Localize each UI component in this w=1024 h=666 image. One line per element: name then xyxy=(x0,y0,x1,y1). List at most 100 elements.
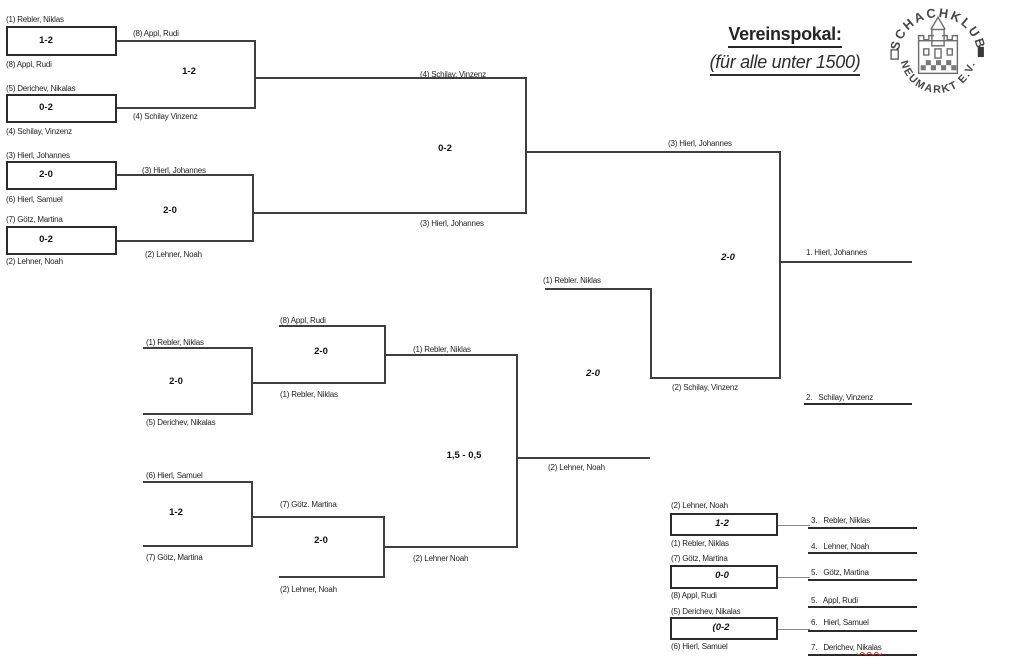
player-label: (2) Lehner, Noah xyxy=(280,585,337,594)
match-score: 2-0 xyxy=(163,205,177,216)
match-score: 0-0 xyxy=(715,570,729,581)
result-first-place: 1. Hierl, Johannes xyxy=(806,248,867,257)
player-label: (1) Rebler, Niklas xyxy=(6,15,64,24)
result-underline xyxy=(808,630,917,632)
result-underline xyxy=(804,403,912,405)
bracket-line xyxy=(143,347,253,349)
player-label: (7) Götz. Martina xyxy=(280,500,337,509)
bracket-line xyxy=(516,457,650,459)
player-label: (7) Götz, Martina xyxy=(6,215,63,224)
match-box xyxy=(6,94,117,123)
result-underline xyxy=(808,606,917,608)
player-label: (6) Hierl, Samuel xyxy=(146,471,203,480)
match-box xyxy=(6,226,117,255)
bracket-line xyxy=(117,40,256,42)
player-label: (6) Hierl, Samuel xyxy=(6,195,63,204)
player-label: (2) Lehner, Noah xyxy=(145,250,202,259)
result-underline xyxy=(808,527,917,529)
bracket-line xyxy=(525,151,781,153)
connector-line xyxy=(778,629,810,630)
bracket-line xyxy=(779,151,781,379)
page-title: Vereinspokal: xyxy=(728,24,842,48)
bracket-line xyxy=(383,546,518,548)
result-seventh-place: 7. Derichev, Nikalas xyxy=(811,643,882,652)
page-subtitle: (für alle unter 1500) xyxy=(709,52,861,76)
logo-castle-icon xyxy=(917,15,959,75)
bracket-line xyxy=(252,212,525,214)
match-score: 2-0 xyxy=(314,535,328,546)
player-label: (1) Rebler. Niklas xyxy=(543,276,601,285)
bracket-line xyxy=(117,174,254,176)
player-label: (3) Hierl, Johannes xyxy=(142,166,206,175)
result-underline xyxy=(808,552,917,554)
player-label: (8) Appl, Rudi xyxy=(280,316,326,325)
player-label: (4) Schilay, Vinzenz xyxy=(6,127,72,136)
bracket-line xyxy=(251,382,386,384)
match-score: 1-2 xyxy=(182,66,196,77)
result-third-place: 3. Rebler, Niklas xyxy=(811,516,870,525)
bracket-line xyxy=(650,288,652,379)
match-score: 0-2 xyxy=(438,143,452,154)
player-label: (7) Götz, Martina xyxy=(146,553,203,562)
match-score: 2-0 xyxy=(721,252,735,263)
player-label: (7) Götz, Martina xyxy=(671,554,728,563)
logo-checker-pattern xyxy=(920,60,957,71)
logo-side-pieces xyxy=(890,46,984,60)
result-sixth-place: 6. Hierl, Samuel xyxy=(811,618,869,627)
player-label: (8) Appl, Rudi xyxy=(671,591,717,600)
bracket-line xyxy=(525,77,527,214)
logo-arc-top-text: SCHACHKLUB xyxy=(887,5,987,52)
bracket-line xyxy=(117,240,254,242)
match-score: 2-0 xyxy=(39,169,53,180)
player-label: (2) Lehner, Noah xyxy=(548,463,605,472)
connector-line xyxy=(778,577,810,578)
match-box xyxy=(6,161,117,190)
result-underline xyxy=(808,654,917,656)
player-label: (3) Hierl, Johannes xyxy=(6,151,70,160)
match-score: 0-2 xyxy=(39,102,53,113)
bracket-line xyxy=(384,354,518,356)
match-score: 0-2 xyxy=(39,234,53,245)
player-label: (3) Hierl, Johannes xyxy=(668,139,732,148)
player-label: (2) Schilay, Vinzenz xyxy=(672,383,738,392)
player-label: (2) Lehner Noah xyxy=(413,554,469,563)
player-label: (5) Derichev, Nikalas xyxy=(671,607,741,616)
placement-match-box xyxy=(670,565,778,589)
bracket-line xyxy=(143,545,253,547)
result-seventh-misspelled-word: Nikalas xyxy=(856,643,882,652)
player-label: (1) Rebler, Niklas xyxy=(146,338,204,347)
match-score: 2-0 xyxy=(169,376,183,387)
match-score: 2-0 xyxy=(314,346,328,357)
result-fourth-place: 4. Lehner, Noah xyxy=(811,542,869,551)
player-label: (8) Appl, Rudi xyxy=(6,60,52,69)
match-score: 1-2 xyxy=(715,518,729,529)
bracket-line xyxy=(252,174,254,242)
connector-line xyxy=(778,525,810,526)
bracket-line xyxy=(251,347,253,415)
player-label: (1) Rebler, Niklas xyxy=(671,539,729,548)
bracket-line xyxy=(251,481,253,547)
bracket-line xyxy=(143,413,253,415)
result-second-place: 2. Schilay, Vinzenz xyxy=(806,393,874,402)
player-label: (3) Hierl, Johannes xyxy=(420,219,484,228)
bracket-line xyxy=(650,377,781,379)
player-label: (4) Schilay Vinzenz xyxy=(133,112,198,121)
player-label: (8) Appl, Rudi xyxy=(133,29,179,38)
player-label: (6) Hierl, Samuel xyxy=(671,642,728,651)
bracket-line xyxy=(254,77,525,79)
bracket-line xyxy=(143,481,253,483)
bracket-line xyxy=(279,576,385,578)
match-score: (0-2 xyxy=(712,622,730,633)
match-score: 1,5 - 0,5 xyxy=(446,450,482,461)
match-box xyxy=(6,26,117,56)
result-seventh-prefix: 7. Derichev, xyxy=(811,643,857,652)
placement-match-box xyxy=(670,513,778,536)
placement-match-box xyxy=(670,617,778,640)
bracket-line xyxy=(779,261,912,263)
chess-club-logo: SCHACHKLUB NEUMARKT E.V. xyxy=(887,5,987,96)
player-label: (1) Rebler, Niklas xyxy=(413,345,471,354)
page-title-block: Vereinspokal: (für alle unter 1500) xyxy=(690,24,880,76)
bracket-line xyxy=(545,288,652,290)
result-fifth-place-b: 5. Appl, Rudi xyxy=(811,596,858,605)
